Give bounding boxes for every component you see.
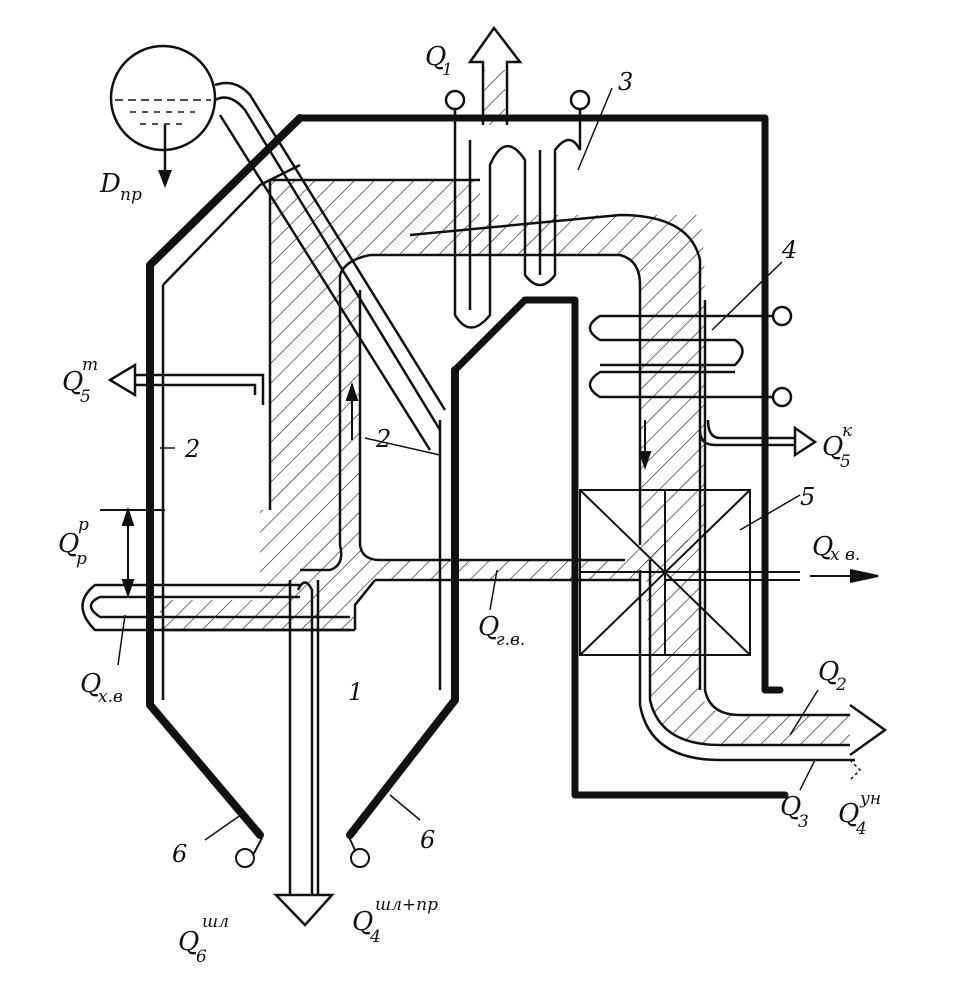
- svg-text:Q: Q: [425, 42, 446, 72]
- svg-text:5: 5: [80, 387, 91, 407]
- q2-exhaust-arrow: [849, 703, 888, 757]
- svg-text:6: 6: [196, 947, 207, 967]
- leader-lines: [117, 87, 819, 841]
- label-q4shl: Q 4 шл+пр: [352, 895, 438, 947]
- svg-text:Q: Q: [178, 927, 199, 957]
- qpp-dimension-arrows: [100, 506, 165, 599]
- label-q1: Q 1: [425, 42, 453, 80]
- heat-flow-labels: D пр Q 1 Q 5 т Q 5 к Q р р Q х.в Q х в.: [58, 42, 881, 967]
- svg-text:к: к: [842, 421, 853, 441]
- number-2-center-screen: 2: [375, 425, 391, 453]
- number-3-superheater: 3: [618, 68, 633, 96]
- hopper-drain-points: [235, 834, 370, 868]
- label-q4yh: Q 4 ун: [838, 789, 881, 839]
- svg-text:3: 3: [798, 812, 809, 832]
- svg-text:2: 2: [835, 675, 847, 695]
- svg-text:Q: Q: [822, 432, 843, 462]
- label-d-pr: D пр: [99, 169, 142, 205]
- downcomer-tubes: [214, 81, 447, 690]
- svg-text:шл+пр: шл+пр: [375, 895, 438, 915]
- svg-text:р: р: [78, 515, 89, 535]
- number-5-air-heater: 5: [800, 483, 815, 511]
- label-q6: Q 6 шл: [178, 912, 229, 967]
- component-numbers: 1 2 2 3 4 5 6 6: [172, 68, 815, 868]
- svg-text:т: т: [82, 355, 98, 375]
- number-1-furnace: 1: [348, 678, 363, 706]
- label-qpp: Q р р: [58, 515, 89, 569]
- flow-direction-arrows: [345, 381, 652, 471]
- svg-text:х в.: х в.: [830, 545, 860, 565]
- svg-text:4: 4: [855, 819, 867, 839]
- slag-outlet-arrow: [273, 580, 335, 927]
- q4-unburnt-arrow: [849, 759, 862, 781]
- q5k-loss-arrow: [698, 419, 818, 458]
- svg-text:5: 5: [840, 452, 851, 472]
- label-qxv-left: Q х.в: [80, 669, 123, 707]
- svg-text:4: 4: [369, 927, 381, 947]
- label-q5k: Q 5 к: [822, 421, 853, 472]
- air-duct-left-loop: [81, 583, 350, 632]
- svg-text:г.в.: г.в.: [496, 630, 525, 650]
- svg-text:ун: ун: [859, 789, 881, 809]
- steam-drum: [109, 44, 217, 188]
- boiler-casing: [146, 114, 789, 839]
- svg-text:Q: Q: [80, 669, 101, 699]
- number-6-left-hopper: 6: [172, 840, 187, 868]
- svg-text:1: 1: [442, 60, 453, 80]
- svg-text:шл: шл: [202, 912, 229, 932]
- svg-text:пр: пр: [120, 185, 142, 205]
- svg-text:Q: Q: [780, 792, 801, 822]
- number-6-right-hopper: 6: [420, 826, 435, 854]
- cold-air-inlet-arrow: [665, 569, 879, 583]
- number-4-economizer: 4: [781, 236, 797, 264]
- svg-text:Q: Q: [478, 612, 499, 642]
- q5t-loss-arrow: [107, 362, 265, 405]
- svg-text:х.в: х.в: [98, 687, 123, 707]
- svg-text:р: р: [76, 549, 87, 569]
- label-qgv: Q г.в.: [478, 612, 525, 650]
- svg-text:Q: Q: [812, 532, 833, 562]
- label-q3: Q 3: [780, 792, 809, 832]
- label-qxv-right: Q х в.: [812, 532, 860, 565]
- svg-text:Q: Q: [818, 657, 839, 687]
- gas-flow-hatched-region: [160, 70, 850, 745]
- label-q5t: Q 5 т: [62, 355, 98, 407]
- number-2-left-screen: 2: [184, 435, 200, 463]
- economizer-coils: [588, 305, 793, 408]
- svg-text:Q: Q: [352, 907, 373, 937]
- q1-outlet-arrow: [467, 25, 523, 125]
- label-q2: Q 2: [818, 657, 847, 695]
- svg-text:Q: Q: [838, 799, 859, 829]
- superheater-coils: [444, 89, 591, 329]
- svg-text:Q: Q: [58, 529, 79, 559]
- svg-text:Q: Q: [62, 367, 83, 397]
- svg-text:D: D: [99, 169, 121, 199]
